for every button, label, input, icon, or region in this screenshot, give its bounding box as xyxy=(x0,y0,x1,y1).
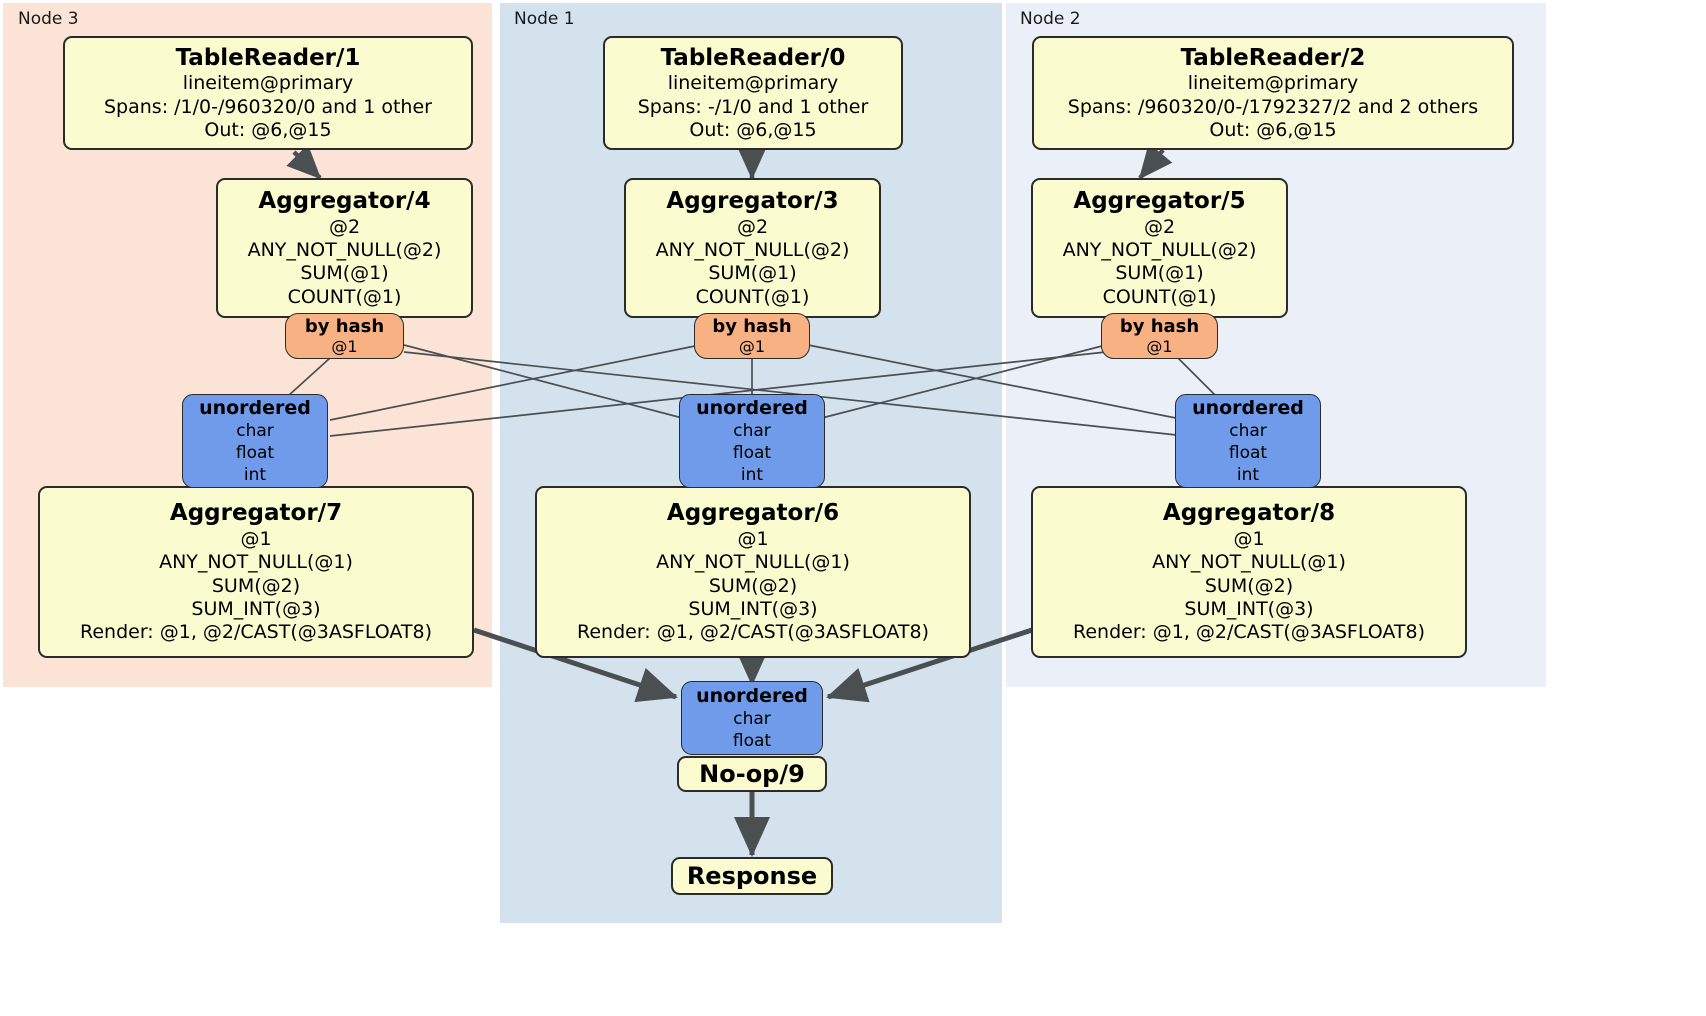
processor-line: SUM(@1) xyxy=(300,262,389,285)
processor-line: lineitem@primary xyxy=(667,72,839,95)
processor-title: TableReader/0 xyxy=(660,44,846,71)
processor-line: COUNT(@1) xyxy=(695,285,810,308)
processor-tablereader-1[interactable]: TableReader/1 lineitem@primary Spans: /1… xyxy=(63,36,473,150)
processor-aggregator-8[interactable]: Aggregator/8 @1 ANY_NOT_NULL(@1) SUM(@2)… xyxy=(1031,486,1467,658)
processor-line: ANY_NOT_NULL(@2) xyxy=(1062,239,1257,262)
processor-title: TableReader/2 xyxy=(1180,44,1366,71)
processor-line: Spans: /960320/0-/1792327/2 and 2 others xyxy=(1067,95,1479,118)
processor-title: No-op/9 xyxy=(699,760,805,788)
processor-title: Aggregator/3 xyxy=(666,187,839,214)
processor-line: lineitem@primary xyxy=(182,72,354,95)
router-line: @1 xyxy=(738,337,766,357)
processor-line: Out: @6,@15 xyxy=(1209,119,1337,142)
processor-line: SUM(@2) xyxy=(1204,574,1294,597)
processor-line: ANY_NOT_NULL(@1) xyxy=(159,551,353,574)
router-title: by hash xyxy=(712,315,792,337)
synchronizer-line: char xyxy=(1229,421,1267,442)
processor-aggregator-7[interactable]: Aggregator/7 @1 ANY_NOT_NULL(@1) SUM(@2)… xyxy=(38,486,474,658)
processor-aggregator-5[interactable]: Aggregator/5 @2 ANY_NOT_NULL(@2) SUM(@1)… xyxy=(1031,178,1288,318)
processor-render-line: Render: @1, @2/CAST(@3ASFLOAT8) xyxy=(80,621,432,644)
processor-line: COUNT(@1) xyxy=(1102,285,1217,308)
processor-line: ANY_NOT_NULL(@2) xyxy=(655,239,850,262)
processor-title: Aggregator/5 xyxy=(1073,187,1246,214)
synchronizer-line: int xyxy=(740,465,764,486)
processor-line: lineitem@primary xyxy=(1187,72,1359,95)
synchronizer-unordered-node-3[interactable]: unordered char float int xyxy=(182,394,328,488)
synchronizer-title: unordered xyxy=(1192,396,1304,419)
processor-render-line: Render: @1, @2/CAST(@3ASFLOAT8) xyxy=(1073,621,1425,644)
processor-render-line: Render: @1, @2/CAST(@3ASFLOAT8) xyxy=(577,621,929,644)
processor-line: SUM_INT(@3) xyxy=(1184,598,1314,621)
synchronizer-unordered-node-1[interactable]: unordered char float int xyxy=(679,394,825,488)
region-label-node-2: Node 2 xyxy=(1020,9,1081,29)
synchronizer-line: float xyxy=(732,443,772,464)
router-title: by hash xyxy=(304,315,385,337)
synchronizer-line: char xyxy=(733,421,771,442)
router-by-hash-node-2[interactable]: by hash @1 xyxy=(1101,313,1218,359)
processor-line: SUM(@1) xyxy=(708,262,797,285)
router-by-hash-node-1[interactable]: by hash @1 xyxy=(694,313,810,359)
processor-title: Aggregator/8 xyxy=(1162,500,1336,527)
processor-line: @2 xyxy=(1143,215,1176,238)
processor-tablereader-2[interactable]: TableReader/2 lineitem@primary Spans: /9… xyxy=(1032,36,1514,150)
processor-line: @2 xyxy=(328,215,361,238)
processor-title: Aggregator/6 xyxy=(666,500,840,527)
processor-line: SUM(@1) xyxy=(1115,262,1204,285)
processor-title: Aggregator/4 xyxy=(258,187,431,214)
region-label-node-3: Node 3 xyxy=(18,9,79,29)
processor-line: ANY_NOT_NULL(@1) xyxy=(1152,551,1346,574)
router-title: by hash xyxy=(1119,315,1200,337)
synchronizer-unordered-final[interactable]: unordered char float xyxy=(681,681,823,755)
synchronizer-title: unordered xyxy=(696,396,808,419)
synchronizer-title: unordered xyxy=(696,684,808,707)
processor-aggregator-4[interactable]: Aggregator/4 @2 ANY_NOT_NULL(@2) SUM(@1)… xyxy=(216,178,473,318)
processor-line: ANY_NOT_NULL(@1) xyxy=(656,551,850,574)
processor-line: @1 xyxy=(1233,527,1265,550)
router-line: @1 xyxy=(331,337,358,357)
processor-aggregator-6[interactable]: Aggregator/6 @1 ANY_NOT_NULL(@1) SUM(@2)… xyxy=(535,486,971,658)
processor-title: Response xyxy=(686,862,818,890)
region-label-node-1: Node 1 xyxy=(514,9,575,29)
router-line: @1 xyxy=(1146,337,1173,357)
synchronizer-unordered-node-2[interactable]: unordered char float int xyxy=(1175,394,1321,488)
processor-line: Spans: -/1/0 and 1 other xyxy=(637,95,869,118)
processor-line: ANY_NOT_NULL(@2) xyxy=(247,239,442,262)
synchronizer-line: float xyxy=(235,443,275,464)
processor-line: @2 xyxy=(736,215,769,238)
router-by-hash-node-3[interactable]: by hash @1 xyxy=(285,313,404,359)
synchronizer-line: char xyxy=(236,421,274,442)
synchronizer-line: int xyxy=(243,465,267,486)
processor-line: Out: @6,@15 xyxy=(689,119,817,142)
synchronizer-line: float xyxy=(1228,443,1268,464)
synchronizer-line: float xyxy=(732,731,772,752)
synchronizer-title: unordered xyxy=(199,396,311,419)
processor-line: SUM(@2) xyxy=(708,574,798,597)
processor-response[interactable]: Response xyxy=(671,857,833,895)
processor-title: TableReader/1 xyxy=(175,44,361,71)
processor-tablereader-0[interactable]: TableReader/0 lineitem@primary Spans: -/… xyxy=(603,36,903,150)
processor-line: @1 xyxy=(737,527,769,550)
synchronizer-line: char xyxy=(733,709,771,730)
processor-noop-9[interactable]: No-op/9 xyxy=(677,756,827,792)
processor-line: SUM(@2) xyxy=(211,574,301,597)
processor-line: Spans: /1/0-/960320/0 and 1 other xyxy=(104,95,432,118)
processor-aggregator-3[interactable]: Aggregator/3 @2 ANY_NOT_NULL(@2) SUM(@1)… xyxy=(624,178,881,318)
processor-line: Out: @6,@15 xyxy=(204,119,332,142)
processor-line: COUNT(@1) xyxy=(287,285,402,308)
processor-line: SUM_INT(@3) xyxy=(688,598,818,621)
synchronizer-line: int xyxy=(1236,465,1260,486)
processor-line: SUM_INT(@3) xyxy=(191,598,321,621)
processor-line: @1 xyxy=(240,527,272,550)
processor-title: Aggregator/7 xyxy=(169,500,343,527)
